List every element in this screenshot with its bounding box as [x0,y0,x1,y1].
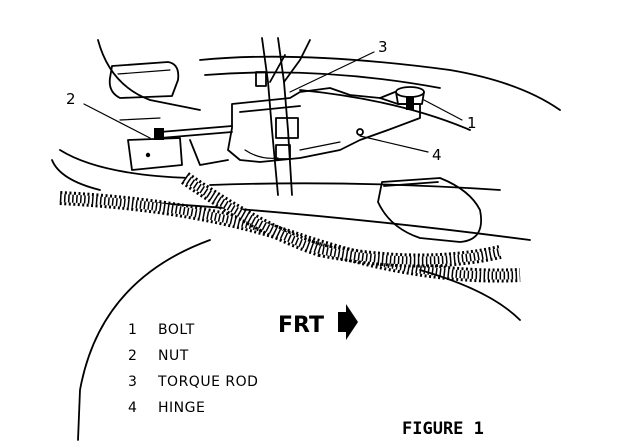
callout-1: 1 [467,114,477,132]
callout-4: 4 [432,146,442,164]
legend-num-2: 2 [128,348,137,364]
legend-label-1: BOLT [158,322,195,338]
legend-num-1: 1 [128,322,137,338]
callout-2: 2 [66,90,76,108]
hinge [227,87,421,163]
legend-label-4: HINGE [158,400,205,416]
front-direction: FRT [278,304,358,340]
front-arrow-icon [338,304,358,340]
torque-rod [255,37,311,196]
callout-3: 3 [378,38,388,56]
frt-label: FRT [278,313,324,338]
wiring-harness [59,172,521,283]
figure-caption: FIGURE 1 [402,419,484,439]
legend-label-2: NUT [158,348,189,364]
legend-label-3: TORQUE ROD [157,374,258,390]
legend-num-3: 3 [128,374,137,390]
bolt [395,86,425,110]
side-shield [377,177,482,243]
lower-arc [77,239,521,441]
body-outline [51,39,561,241]
legend-num-4: 4 [128,400,137,416]
legend: 1 BOLT 2 NUT 3 TORQUE ROD 4 HINGE [128,322,258,416]
nut-bracket [127,125,233,171]
upper-panel [108,61,180,99]
leader-lines [83,51,463,153]
